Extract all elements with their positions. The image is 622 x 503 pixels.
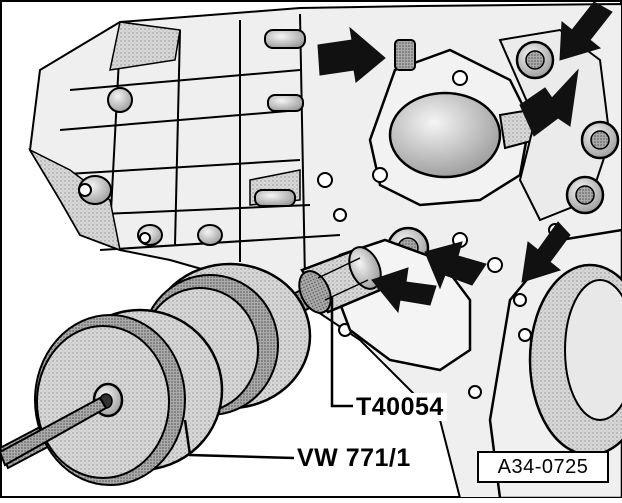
bolt-icon <box>515 40 555 80</box>
arrows <box>317 1 613 314</box>
direction-arrow-icon <box>559 1 613 61</box>
leader-t40054 <box>330 296 353 408</box>
tool-label-vw771: VW 771/1 <box>294 444 414 472</box>
leader-lines <box>183 296 353 460</box>
leader-vw771 <box>183 419 295 460</box>
direction-arrow-icon <box>424 241 487 290</box>
tool-label-t40054: T40054 <box>353 393 447 421</box>
housing-ribs <box>49 13 341 281</box>
direction-arrow-icon <box>519 68 579 137</box>
figure-reference-box: A34-0725 <box>477 451 609 483</box>
direction-arrow-icon <box>521 221 571 283</box>
direction-arrow-icon <box>371 267 437 314</box>
right-housing <box>488 28 622 500</box>
housing-bosses <box>78 29 306 246</box>
bolt-icon <box>565 175 605 215</box>
bolt-icon <box>580 120 620 160</box>
puller-handle <box>0 396 108 467</box>
direction-arrow-icon <box>317 26 386 83</box>
